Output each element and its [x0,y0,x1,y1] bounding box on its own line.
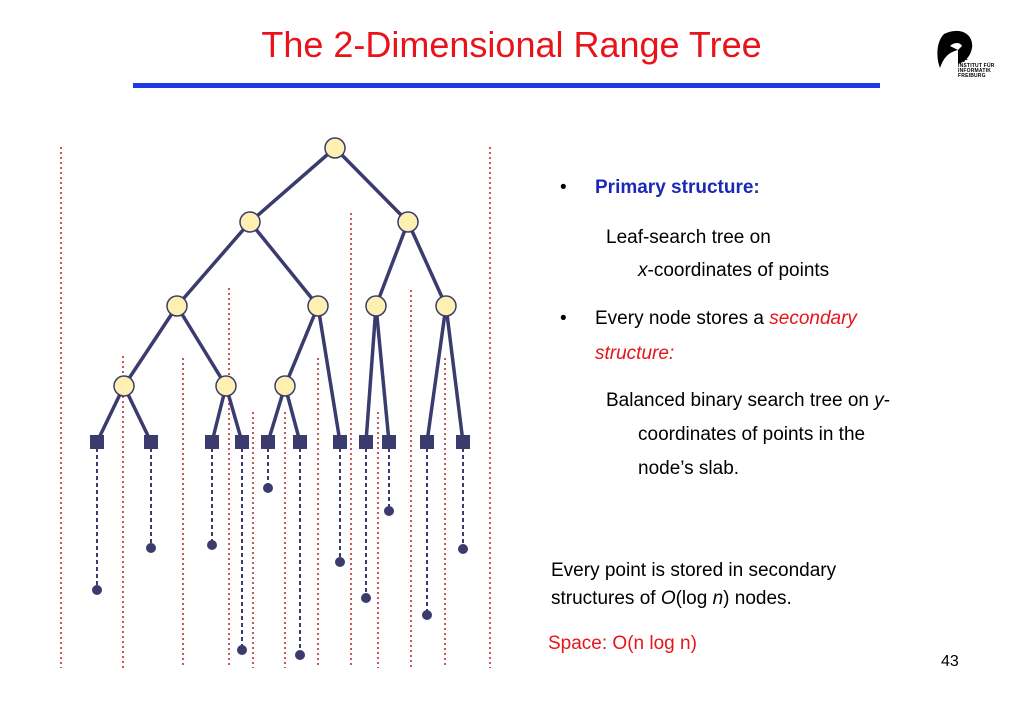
leaf-node [235,435,249,449]
secondary-detail-line3: node’s slab. [638,458,740,479]
logo-lettering: IIF INSTITUT FÜR INFORMATIK FREIBURG [958,56,995,79]
secondary-detail-pre: Balanced binary search tree on [606,390,869,411]
point [295,650,305,660]
internal-nodes [113,137,457,397]
tree-node [166,295,188,317]
title-underline [133,83,880,88]
point-connectors [96,448,464,655]
data-points [92,483,468,660]
x-rest: -coordinates of points [647,260,830,281]
leaf-node [261,435,275,449]
secondary-red: secondary [769,308,857,329]
leaf-node [144,435,158,449]
point [384,506,394,516]
note-pre: structures of [551,588,656,609]
point [361,593,371,603]
secondary-detail-post: - [883,390,891,411]
root-node [324,137,346,159]
point [92,585,102,595]
tree-node [215,375,237,397]
leaf-node [333,435,347,449]
primary-detail-line2: x-coordinates of points [638,260,829,282]
primary-structure-label: Primary structure: [595,177,760,198]
point [458,544,468,554]
x-var: x [638,260,648,281]
point [263,483,273,493]
tree-node [435,295,457,317]
secondary-text: Every node stores a [595,308,764,329]
note-post: ) nodes. [723,588,792,609]
iif-logo [937,30,973,68]
point [237,645,247,655]
logo-line-4: FREIBURG [958,73,986,79]
space-complexity: Space: O(n log n) [548,633,697,654]
storage-note-line1: Every point is stored in secondary [551,560,837,581]
secondary-detail-line1: Balanced binary search tree on y- [606,390,890,412]
note-mid: (log [675,588,708,609]
leaf-node [205,435,219,449]
tree-node [113,375,135,397]
tree-node [365,295,387,317]
note-O: O [660,588,676,609]
logo-line-3: INFORMATIK [958,68,992,74]
leaf-node [420,435,434,449]
tree-node [239,211,261,233]
point [146,543,156,553]
tree-node [274,375,296,397]
point [207,540,217,550]
secondary-line2: structure: [595,343,675,364]
bullet-dot: • [560,177,567,198]
tree-node [397,211,419,233]
bullet-dot: • [560,308,567,329]
slide-title: The 2-Dimensional Range Tree [261,24,762,65]
secondary-detail-line2: coordinates of points in the [638,424,866,445]
y-var: y [874,390,884,411]
page-number: 43 [941,653,959,670]
slab-lines [60,147,491,668]
leaf-node [359,435,373,449]
tree-edges [95,146,465,443]
note-n: n [712,588,724,609]
range-tree-diagram [60,137,491,668]
leaf-nodes [90,435,470,449]
primary-detail-line1: Leaf-search tree on [606,227,771,248]
leaf-node [293,435,307,449]
leaf-node [456,435,470,449]
logo-line-2: INSTITUT FÜR [958,63,995,69]
secondary-line1: Every node stores a secondary [595,308,857,330]
storage-note-line2: structures of O(log n) nodes. [551,588,792,610]
point [335,557,345,567]
logo-line-1: IIF [958,55,968,64]
leaf-node [90,435,104,449]
tree-node [307,295,329,317]
leaf-node [382,435,396,449]
point [422,610,432,620]
